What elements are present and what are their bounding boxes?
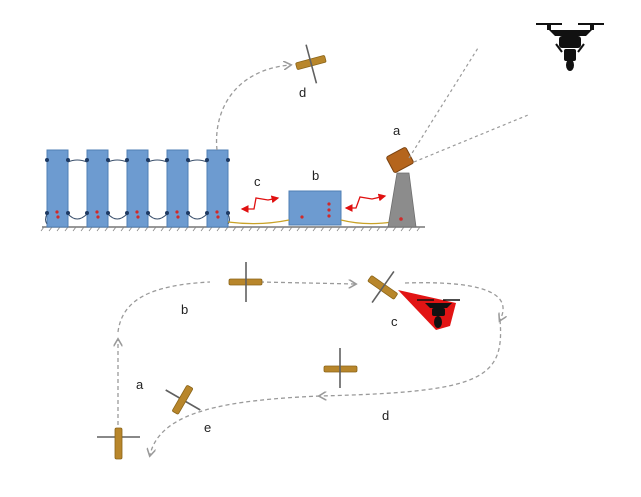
- flight-cycle-scene: a b c d e: [97, 262, 503, 460]
- cruise-path: [259, 282, 355, 284]
- label-top-a: a: [393, 123, 401, 138]
- label-bottom-b: b: [181, 302, 188, 317]
- drone-icon: [527, 15, 606, 75]
- capture-zone: [398, 290, 456, 330]
- kite-wing-icon: [295, 44, 327, 84]
- descent-path: [150, 395, 321, 455]
- label-bottom-e: e: [204, 420, 211, 435]
- label-top-b: b: [312, 168, 319, 183]
- label-bottom-c: c: [391, 314, 398, 329]
- launch-cone: [408, 47, 529, 163]
- return-path-top: [215, 65, 290, 151]
- rack-panel: [86, 149, 109, 228]
- rack-panel: [206, 149, 229, 228]
- label-top-d: d: [299, 85, 306, 100]
- ground-tether: [227, 219, 393, 225]
- kite-wing-icon: [367, 270, 398, 304]
- rack-panel: [46, 149, 69, 228]
- rack-panel: [126, 149, 149, 228]
- label-top-c: c: [254, 174, 261, 189]
- kite-wing-icon: [165, 385, 201, 415]
- transfer-arrow-box-launcher: [344, 193, 387, 212]
- climb-path: [117, 281, 211, 333]
- control-box: [288, 190, 342, 226]
- launcher-tower-icon: [386, 147, 417, 228]
- label-bottom-a: a: [136, 377, 144, 392]
- kite-wing-icon: [97, 427, 140, 460]
- drone-icon: [417, 299, 460, 328]
- ground-line: [40, 226, 425, 232]
- label-bottom-d: d: [382, 408, 389, 423]
- turn-path: [404, 282, 503, 320]
- transfer-arrow-rack-box: [240, 195, 280, 213]
- rack-panel: [166, 149, 189, 228]
- return-path: [320, 319, 502, 396]
- kite-wing-icon: [323, 348, 358, 388]
- ground-station-scene: a b c d: [40, 15, 606, 232]
- kite-wing-icon: [228, 262, 263, 302]
- storage-rack: [45, 149, 230, 228]
